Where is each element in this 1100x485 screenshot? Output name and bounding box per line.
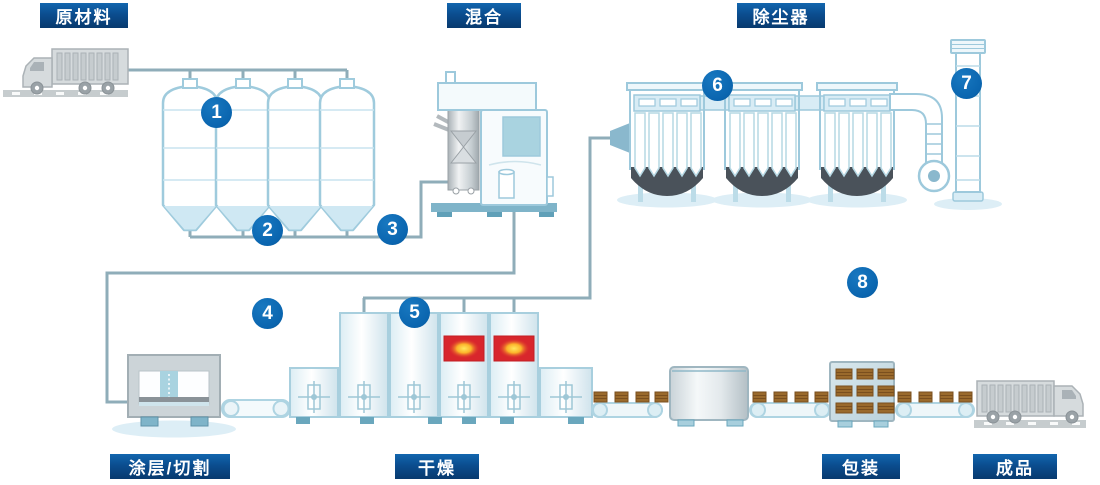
step-badge-8: 8 (847, 267, 878, 298)
step-badge-5: 5 (399, 297, 430, 328)
step-badge-2: 2 (252, 215, 283, 246)
label-packaging: 包装 (822, 454, 900, 479)
conveyor-icon (749, 391, 831, 418)
process-pipes (105, 68, 610, 404)
cooling-drum-icon (669, 366, 749, 427)
dust-collector-icon (610, 82, 951, 203)
step-badge-4: 4 (252, 298, 283, 329)
inlet-nozzle (610, 123, 630, 153)
step-badge-1: 1 (201, 97, 232, 128)
storage-silos-icon (161, 77, 376, 232)
label-drying: 干燥 (395, 454, 479, 479)
coating-cutting-machine-icon (127, 354, 221, 427)
drying-ovens-icon (289, 312, 593, 424)
label-dust-collector: 除尘器 (737, 3, 825, 28)
exhaust-fan-icon (917, 159, 951, 193)
conveyor-icon (221, 399, 291, 418)
packaging-line (591, 361, 975, 428)
heater-window (443, 335, 535, 362)
label-mixing: 混合 (447, 3, 521, 28)
exhaust-duct (889, 93, 943, 167)
conveyor-icon (895, 391, 975, 418)
raw-material-truck-icon (3, 48, 129, 97)
packaging-machine-icon (829, 361, 895, 428)
exhaust-stack-icon (950, 39, 986, 202)
label-raw-material: 原材料 (40, 3, 128, 28)
label-coating-cutting: 涂层/切割 (110, 454, 230, 479)
step-badge-7: 7 (951, 68, 982, 99)
conveyor-icon (591, 391, 669, 418)
step-badge-6: 6 (702, 70, 733, 101)
step-badge-3: 3 (377, 214, 408, 245)
finished-product-truck-icon (974, 380, 1086, 428)
mixer-machine-icon (431, 71, 557, 217)
label-finished-product: 成品 (973, 454, 1057, 479)
